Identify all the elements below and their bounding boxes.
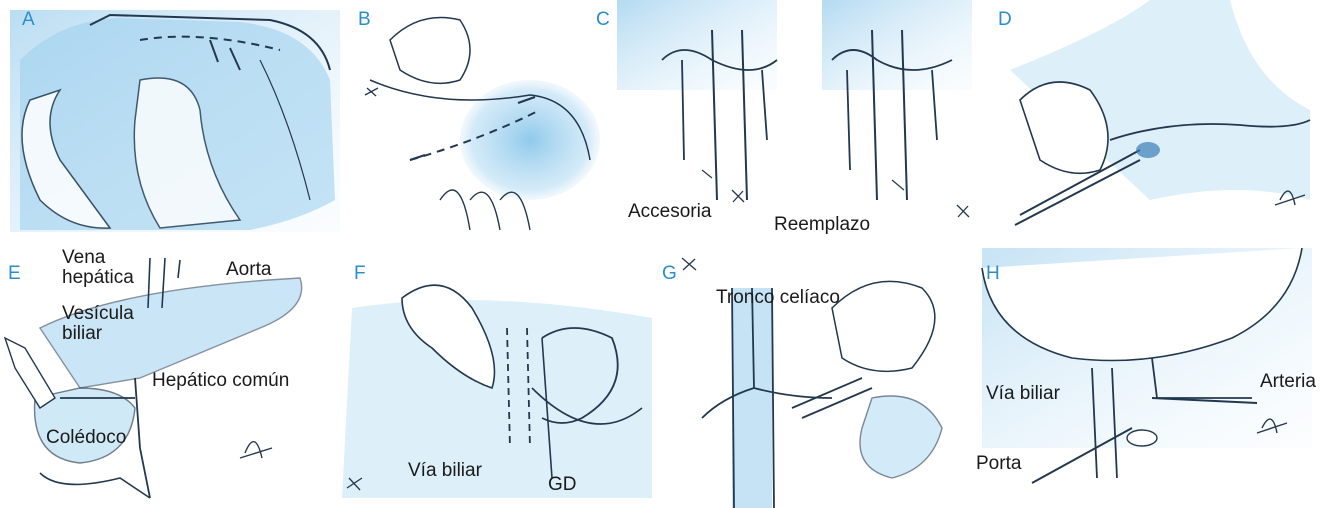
panel-letter-d: D <box>998 10 1012 29</box>
panel-f-illustration <box>332 248 662 508</box>
label-vena-hepatica: Vena hepática <box>62 248 134 288</box>
panel-letter-a: A <box>22 10 35 29</box>
panel-letter-c: C <box>596 10 610 29</box>
label-coledoco: Colédoco <box>46 428 126 448</box>
panel-a: A <box>0 0 340 232</box>
label-via-biliar-f: Vía biliar <box>408 461 482 481</box>
label-reemplazo: Reemplazo <box>774 215 870 235</box>
panel-letter-e: E <box>8 264 21 283</box>
label-gd: GD <box>548 475 577 495</box>
panel-c: C Accesoria Reemplazo <box>592 0 982 240</box>
label-via-biliar-h: Vía biliar <box>986 384 1060 404</box>
panel-b-illustration <box>350 0 600 232</box>
label-accesoria: Accesoria <box>628 202 711 222</box>
panel-d-illustration <box>990 0 1323 240</box>
panel-letter-h: H <box>986 264 1000 283</box>
panel-a-illustration <box>0 0 340 232</box>
panel-letter-g: G <box>662 264 677 283</box>
panel-g: G Tronco celíaco <box>662 248 962 508</box>
label-hepatico-comun: Hepático común <box>152 371 289 391</box>
panel-e: E Vena hepática Aorta Vesícula biliar He… <box>0 248 320 508</box>
label-arteria: Arteria <box>1260 372 1316 392</box>
panel-f: F Vía biliar GD <box>332 248 662 508</box>
label-porta: Porta <box>976 454 1021 474</box>
panel-h: H Vía biliar Arteria Porta <box>972 248 1323 508</box>
panel-letter-f: F <box>354 264 366 283</box>
label-tronco-celiaco: Tronco celíaco <box>716 288 840 308</box>
label-aorta: Aorta <box>226 260 271 280</box>
panel-d: D <box>990 0 1323 240</box>
panel-b: B <box>350 0 600 232</box>
panel-letter-b: B <box>358 10 371 29</box>
label-vesicula-biliar: Vesícula biliar <box>62 304 134 344</box>
